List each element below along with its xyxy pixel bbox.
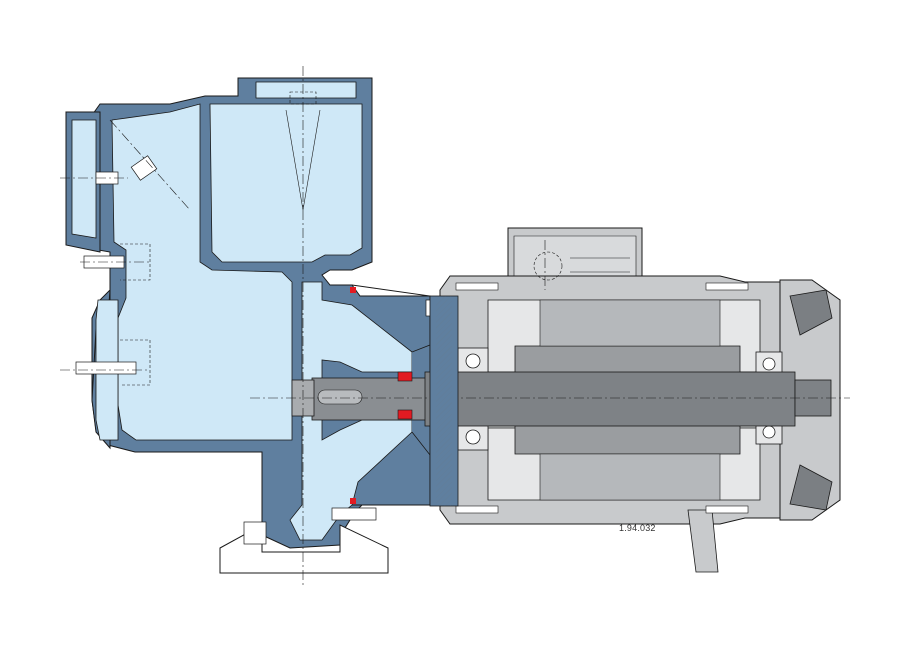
- fan-blade-bottom: [789, 464, 833, 511]
- tie-rod-top-left: [455, 282, 499, 291]
- detail-lines: [120, 91, 630, 386]
- mechanical-seal-top: [397, 371, 413, 382]
- shaft-assembly: [291, 287, 832, 504]
- motor-foot: [687, 509, 719, 573]
- water-chamber: [71, 81, 413, 541]
- tie-rod-top-right: [705, 282, 749, 291]
- key: [317, 389, 363, 405]
- mechanical-seal-bottom: [397, 409, 413, 420]
- o-ring-bottom: [350, 498, 356, 504]
- tie-rod-bottom-left: [455, 505, 499, 514]
- drawing-reference-number: 1.94.032: [619, 523, 656, 533]
- o-ring-top: [350, 287, 356, 293]
- fan-blade-top: [789, 289, 833, 336]
- motor-shaft: [424, 371, 796, 427]
- tie-rod-bottom-right: [705, 505, 749, 514]
